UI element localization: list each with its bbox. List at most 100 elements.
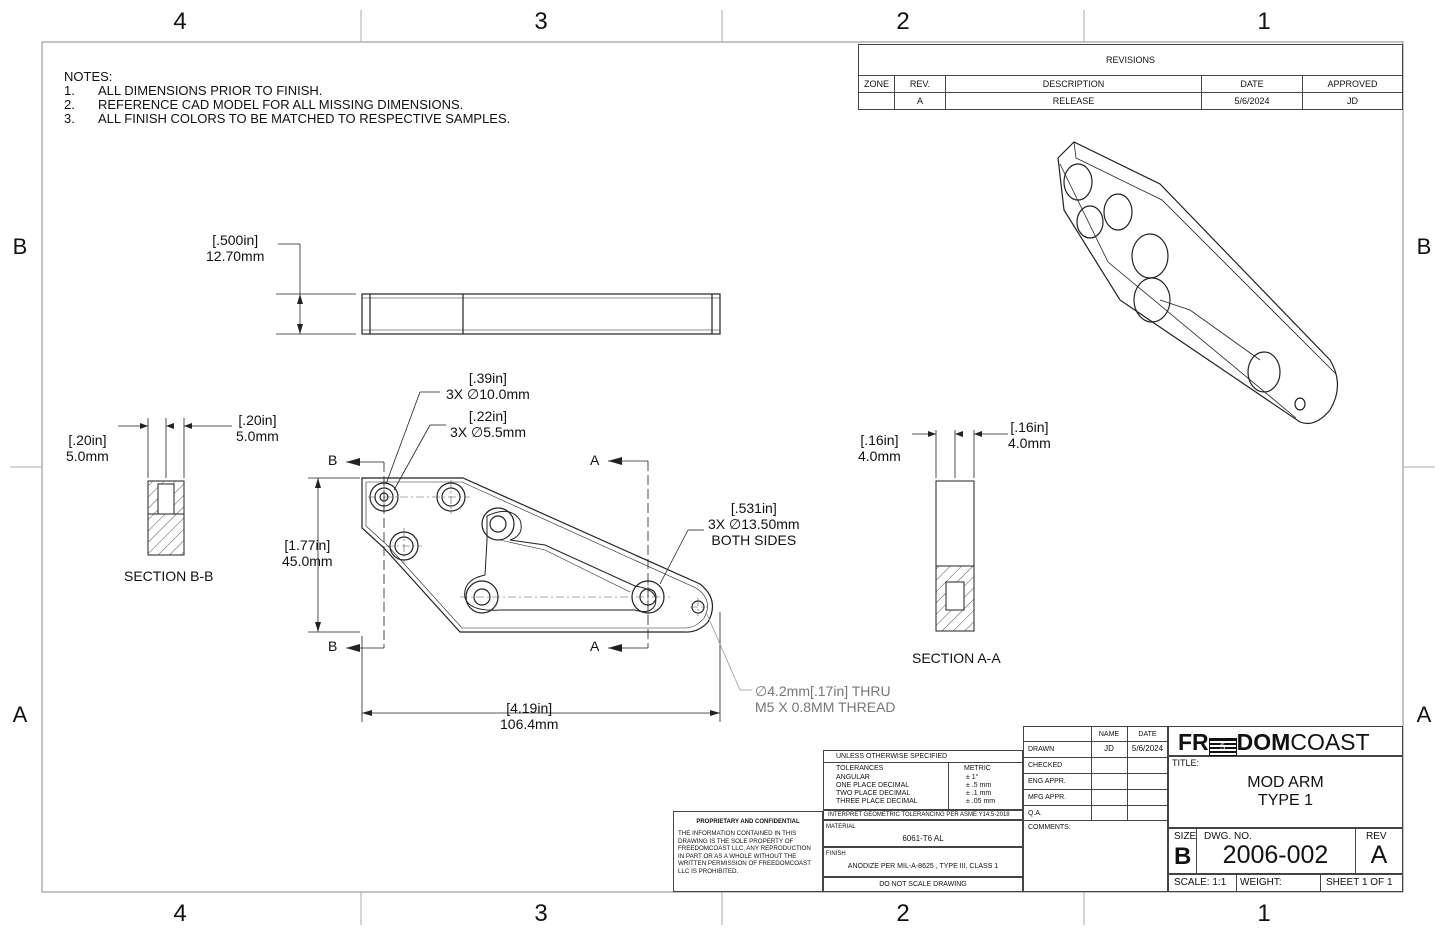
revisions-title: REVISIONS	[858, 44, 1403, 76]
unless-specified: UNLESS OTHERWISE SPECIFIED	[836, 753, 948, 760]
dim-bb-right: [.20in]5.0mm	[236, 412, 279, 444]
tol-angular-value: ± 1°	[966, 774, 979, 781]
tolerances-label: TOLERANCES	[836, 765, 884, 772]
zone-col-2-bottom: 2	[896, 900, 910, 927]
dim-length: [4.19in]106.4mm	[500, 700, 559, 732]
rev-approved: JD	[1302, 92, 1403, 110]
proprietary-text: THE INFORMATION CONTAINED IN THIS DRAWIN…	[678, 830, 811, 875]
weight-label: WEIGHT:	[1240, 877, 1282, 888]
section-a-bottom-label: A	[590, 638, 600, 654]
dim-hole-5-5mm: [.22in]3X ∅5.5mm	[450, 408, 526, 440]
date-header: DATE	[1138, 731, 1157, 738]
section-aa-title: SECTION A-A	[912, 650, 1001, 666]
title-label: TITLE:	[1172, 758, 1200, 768]
dim-aa-left: [.16in]4.0mm	[858, 432, 901, 464]
tol-two: TWO PLACE DECIMAL	[836, 790, 911, 797]
rev-date: 5/6/2024	[1201, 92, 1303, 110]
front-view	[308, 391, 752, 722]
zone-col-1-top: 1	[1257, 8, 1271, 35]
size-value: B	[1174, 843, 1192, 870]
finish-label: FINISH	[826, 851, 846, 857]
sheet-value: SHEET 1 OF 1	[1326, 877, 1393, 888]
note-2-num: 2.	[64, 97, 75, 112]
mfg-appr-label: MFG APPR.	[1028, 794, 1067, 801]
name-header: NAME	[1098, 731, 1120, 738]
finish-cell	[823, 847, 1023, 877]
zone-row-b-right: B	[1416, 234, 1432, 259]
flag-mark-icon: 5	[1208, 738, 1237, 756]
dim-bb-left: [.20in]5.0mm	[66, 432, 109, 464]
size-label: SIZE	[1174, 831, 1197, 842]
zone-row-b-left: B	[12, 234, 28, 259]
dwg-no-value: 2006-002	[1222, 841, 1329, 869]
isometric-view	[1057, 141, 1339, 425]
qa-label: Q.A.	[1028, 810, 1043, 817]
note-1-text: ALL DIMENSIONS PRIOR TO FINISH.	[98, 83, 323, 98]
logo-cell	[1168, 726, 1403, 756]
note-1-num: 1.	[64, 83, 75, 98]
do-not-scale: DO NOT SCALE DRAWING	[879, 881, 967, 888]
section-aa-view	[912, 430, 1008, 632]
section-a-top-label: A	[590, 452, 600, 468]
zone-col-3-bottom: 3	[534, 900, 548, 927]
dim-thickness: [.500in]12.70mm	[206, 232, 265, 264]
signature-block	[1023, 726, 1168, 892]
part-title-line1: MOD ARM	[1247, 774, 1324, 791]
zone-col-3-top: 3	[534, 8, 548, 35]
dim-height: [1.77in]45.0mm	[282, 537, 333, 569]
tol-three-value: ± .05 mm	[966, 798, 996, 805]
proprietary-block	[673, 811, 823, 892]
proprietary-title: PROPRIETARY AND CONFIDENTIAL	[696, 819, 800, 825]
section-b-top-label: B	[328, 452, 338, 468]
checked-label: CHECKED	[1028, 762, 1063, 769]
top-view	[276, 243, 721, 335]
interpret-text: INTERPRET GEOMETRIC TOLERANCING PER ASME…	[828, 812, 1010, 818]
tol-angular: ANGULAR	[836, 774, 870, 781]
tol-two-value: ± .1 mm	[966, 790, 992, 797]
scale-value: SCALE: 1:1	[1174, 877, 1227, 888]
notes-heading: NOTES:	[64, 69, 113, 84]
revisions-table: REVISIONS ZONE REV. DESCRIPTION DATE APP…	[858, 44, 1403, 110]
note-3-text: ALL FINISH COLORS TO BE MATCHED TO RESPE…	[98, 111, 511, 126]
dim-aa-right: [.16in]4.0mm	[1008, 419, 1051, 451]
eng-appr-label: ENG APPR.	[1028, 778, 1066, 785]
material-label: MATERIAL	[826, 824, 856, 830]
note-3-num: 3.	[64, 111, 75, 126]
zone-col-2-top: 2	[896, 8, 910, 35]
scale-row	[1168, 874, 1403, 892]
table-row: A RELEASE 5/6/2024 JD	[858, 92, 1403, 110]
note-2-text: REFERENCE CAD MODEL FOR ALL MISSING DIME…	[98, 97, 464, 112]
rev-value: A	[1370, 841, 1388, 869]
drawn-label: DRAWN	[1028, 746, 1055, 753]
section-b-bottom-label: B	[328, 638, 338, 654]
tol-three: THREE PLACE DECIMAL	[836, 798, 918, 805]
drawn-date: 5/6/2024	[1131, 744, 1164, 753]
material-value: 6061-T6 AL	[902, 834, 944, 843]
tolerance-block	[823, 750, 1023, 810]
tol-one-value: ± .5 mm	[966, 782, 992, 789]
section-bb-title: SECTION B-B	[124, 568, 214, 584]
tol-one: ONE PLACE DECIMAL	[836, 782, 910, 789]
finish-value: ANODIZE PER MIL-A-8625 , TYPE III, CLASS…	[847, 863, 999, 870]
dim-hole-10mm: [.39in]3X ∅10.0mm	[446, 370, 530, 402]
dwg-no-cell	[1168, 828, 1403, 874]
zone-col-4-top: 4	[173, 8, 187, 35]
title-cell	[1168, 756, 1403, 828]
dwg-no-label: DWG. NO.	[1204, 831, 1252, 842]
material-cell	[823, 820, 1023, 847]
part-title-line2: TYPE 1	[1257, 792, 1314, 809]
zone-row-a-left: A	[12, 702, 28, 727]
section-bb-view	[118, 418, 232, 556]
zone-col-1-bottom: 1	[1257, 900, 1271, 927]
metric-label: METRIC	[964, 765, 991, 772]
comments-label: COMMENTS:	[1028, 824, 1071, 831]
zone-row-a-right: A	[1416, 702, 1432, 727]
rev-label: REV	[1366, 831, 1387, 842]
drawn-name: JD	[1104, 744, 1114, 753]
zone-col-4-bottom: 4	[173, 900, 187, 927]
